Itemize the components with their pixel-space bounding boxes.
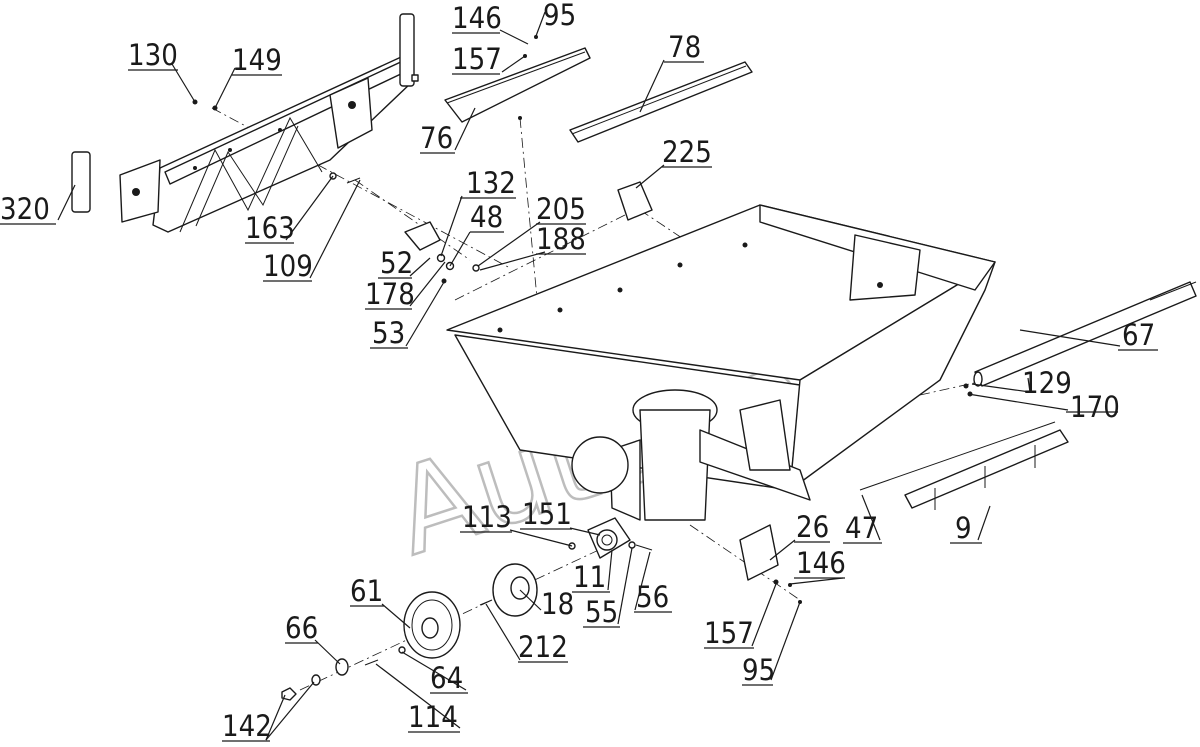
callout-109: 109 — [263, 249, 313, 283]
callout-130: 130 — [128, 38, 178, 72]
hub-flange-18 — [492, 563, 538, 617]
callout-114: 114 — [408, 700, 458, 734]
callout-labels: 130 149 320 163 109 146 95 157 76 78 225… — [0, 0, 1158, 743]
callout-18: 18 — [541, 587, 574, 621]
callout-61: 61 — [350, 574, 383, 608]
callout-188: 188 — [536, 222, 586, 256]
callout-66: 66 — [285, 611, 318, 645]
callout-52: 52 — [380, 246, 413, 280]
front-frame-part — [71, 13, 415, 233]
guard-frame — [859, 421, 1069, 510]
callout-64: 64 — [430, 661, 463, 695]
callout-67: 67 — [1122, 318, 1155, 352]
callout-95-bottom: 95 — [742, 653, 775, 687]
callout-178: 178 — [365, 277, 415, 311]
callout-56: 56 — [636, 580, 669, 614]
deflector-plate-76 — [444, 47, 591, 123]
callout-55: 55 — [585, 595, 618, 629]
callout-225: 225 — [662, 135, 712, 169]
callout-149: 149 — [232, 43, 282, 77]
callout-95-top: 95 — [543, 0, 576, 32]
callout-26: 26 — [796, 510, 829, 544]
callout-11: 11 — [573, 560, 606, 594]
nut-142 — [281, 674, 321, 701]
callout-157-bottom: 157 — [704, 616, 754, 650]
hopper-body — [446, 204, 996, 521]
callout-163: 163 — [245, 211, 295, 245]
callout-212: 212 — [518, 630, 568, 664]
callout-78: 78 — [668, 30, 701, 64]
callout-205: 205 — [536, 192, 586, 226]
callout-157-top: 157 — [452, 42, 502, 76]
spinner-shaft — [973, 281, 1197, 387]
callout-9: 9 — [955, 511, 972, 545]
callout-113: 113 — [462, 500, 512, 534]
deflector-plate-78 — [569, 61, 753, 143]
callout-47: 47 — [845, 511, 878, 545]
callout-leaders — [57, 11, 1121, 741]
callout-48: 48 — [470, 200, 503, 234]
callout-76: 76 — [420, 121, 453, 155]
callout-132: 132 — [466, 166, 516, 200]
bearing-housing-11 — [587, 517, 631, 559]
callout-53: 53 — [372, 316, 405, 350]
pulley-61 — [403, 591, 461, 659]
callout-146-bottom: 146 — [796, 546, 846, 580]
callout-151: 151 — [522, 497, 572, 531]
callout-170: 170 — [1070, 390, 1120, 424]
cover-plate-26 — [739, 524, 779, 581]
callout-320: 320 — [0, 192, 50, 226]
callout-129: 129 — [1022, 366, 1072, 400]
callout-146-top: 146 — [452, 1, 502, 35]
callout-142: 142 — [222, 709, 272, 743]
